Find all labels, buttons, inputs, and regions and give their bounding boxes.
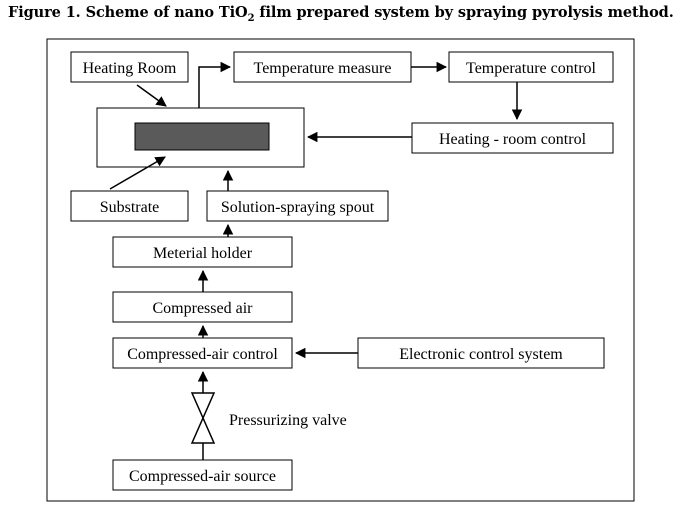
caption-subscript: 2: [247, 12, 255, 24]
node-heating-room: Heating Room: [70, 51, 189, 83]
node-solution-spout-label: Solution-spraying spout: [221, 199, 375, 216]
node-temperature-measure: Temperature measure: [233, 51, 412, 83]
node-material-holder: Meterial holder: [112, 236, 293, 268]
caption-suffix: film prepared system by spraying pyrolys…: [254, 4, 674, 21]
node-heating-room-label: Heating Room: [83, 60, 177, 77]
node-heating-chamber: [96, 107, 305, 168]
node-heating-room-control: Heating - room control: [411, 122, 614, 154]
node-compressed-air-source: Compressed-air source: [112, 459, 293, 491]
node-temperature-control: Temperature control: [448, 51, 614, 83]
node-compressed-air: Compressed air: [112, 291, 293, 323]
node-compressed-air-control: Compressed-air control: [112, 337, 293, 369]
node-solution-spout: Solution-spraying spout: [206, 190, 389, 222]
node-heating-room-control-label: Heating - room control: [439, 131, 587, 148]
arrow-substrate-to-chamber: [109, 156, 166, 190]
node-temperature-control-label: Temperature control: [466, 60, 596, 77]
node-temperature-measure-label: Temperature measure: [254, 60, 392, 77]
pressurizing-valve-label: Pressurizing valve: [229, 412, 347, 429]
node-substrate-label: Substrate: [100, 199, 160, 216]
node-electronic-control: Electronic control system: [357, 337, 605, 369]
node-substrate: Substrate: [70, 190, 189, 222]
figure-caption: Figure 1. Scheme of nano TiO2 film prepa…: [8, 4, 688, 24]
substrate-plate: [134, 122, 270, 151]
node-compressed-air-source-label: Compressed-air source: [129, 468, 276, 485]
arrow-heating-room-to-chamber: [136, 84, 167, 107]
node-material-holder-label: Meterial holder: [153, 245, 253, 262]
pressurizing-valve-symbol: [190, 392, 216, 444]
node-compressed-air-label: Compressed air: [153, 300, 254, 317]
arrow-chamber-to-temperature-measure: [198, 61, 232, 108]
node-compressed-air-control-label: Compressed-air control: [127, 346, 278, 363]
node-electronic-control-label: Electronic control system: [399, 346, 563, 363]
caption-prefix: Figure 1. Scheme of nano TiO: [8, 4, 248, 21]
